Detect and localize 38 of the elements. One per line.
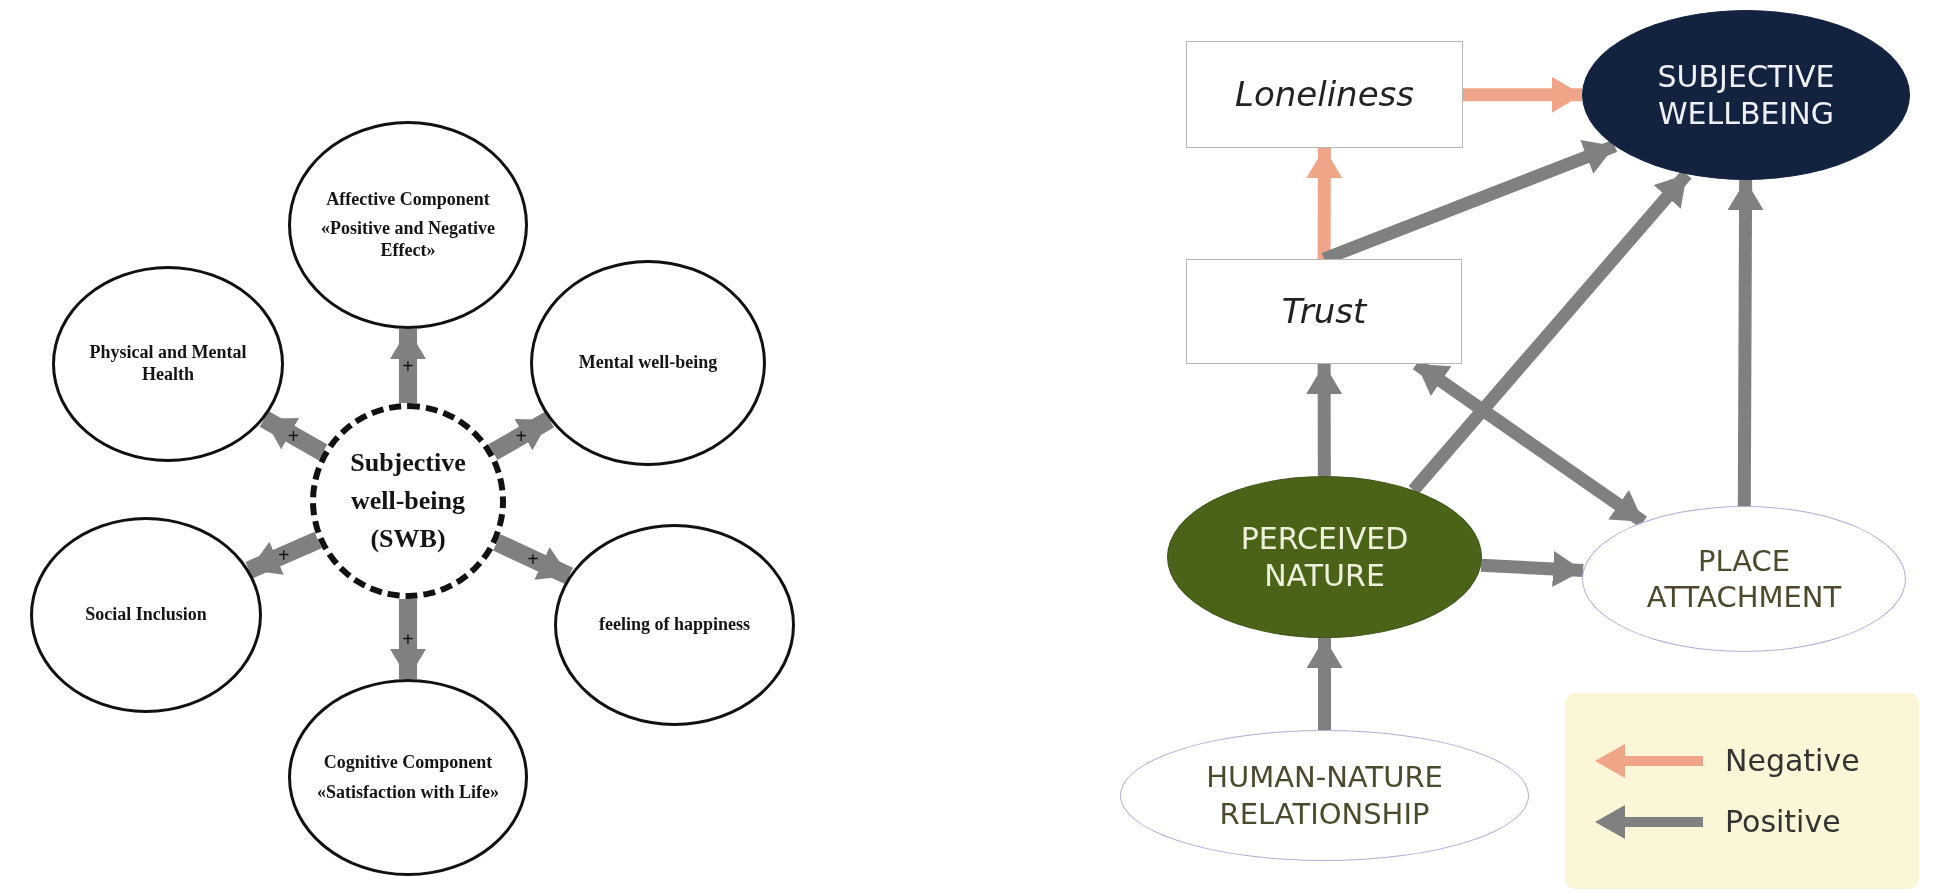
- edge-label: +: [277, 545, 290, 566]
- node-text: Affective Component: [326, 188, 490, 211]
- arrow: [493, 534, 573, 585]
- node-text: Subjective well-being (SWB): [349, 447, 467, 555]
- arrow: [1727, 179, 1764, 507]
- arrow: [1462, 76, 1583, 113]
- edge-label: +: [402, 356, 414, 376]
- arrow: [390, 599, 426, 679]
- edge-label: +: [287, 425, 300, 446]
- node-text: Physical and Mental Health: [88, 342, 248, 386]
- node-text: HUMAN-NATURE RELATIONSHIP: [1205, 759, 1444, 832]
- edge-label: +: [515, 425, 527, 446]
- node-text: PLACE ATTACHMENT: [1645, 542, 1843, 616]
- arrow: [1306, 147, 1343, 260]
- arrow: [488, 411, 554, 460]
- node-text: Loneliness: [1235, 73, 1414, 116]
- node-text: Mental well-being: [578, 352, 718, 374]
- node-text: «Positive and Negative Effect»: [320, 218, 496, 262]
- arrow: [259, 411, 328, 461]
- arrow: [390, 329, 426, 403]
- edge-label: +: [527, 549, 539, 570]
- legend-label: Positive: [1725, 804, 1841, 839]
- node-text: feeling of happiness: [599, 614, 750, 636]
- arrow: [1408, 170, 1692, 495]
- node-text: Cognitive Component: [323, 751, 493, 774]
- node-text: SUBJECTIVE WELLBEING: [1656, 57, 1836, 133]
- rect-node: [1186, 41, 1463, 148]
- node-text: PERCEIVED NATURE: [1239, 519, 1410, 595]
- arrow: [245, 531, 322, 579]
- arrow: [1306, 364, 1343, 477]
- node-text: Social Inclusion: [85, 604, 207, 626]
- legend-label: Negative: [1725, 743, 1860, 778]
- edge-label: +: [402, 629, 414, 649]
- rect-node: [1186, 259, 1462, 364]
- arrow: [1480, 551, 1584, 587]
- node-text: «Satisfaction with Life»: [317, 781, 499, 804]
- node-text: Trust: [1281, 290, 1367, 333]
- arrow: [1306, 638, 1343, 730]
